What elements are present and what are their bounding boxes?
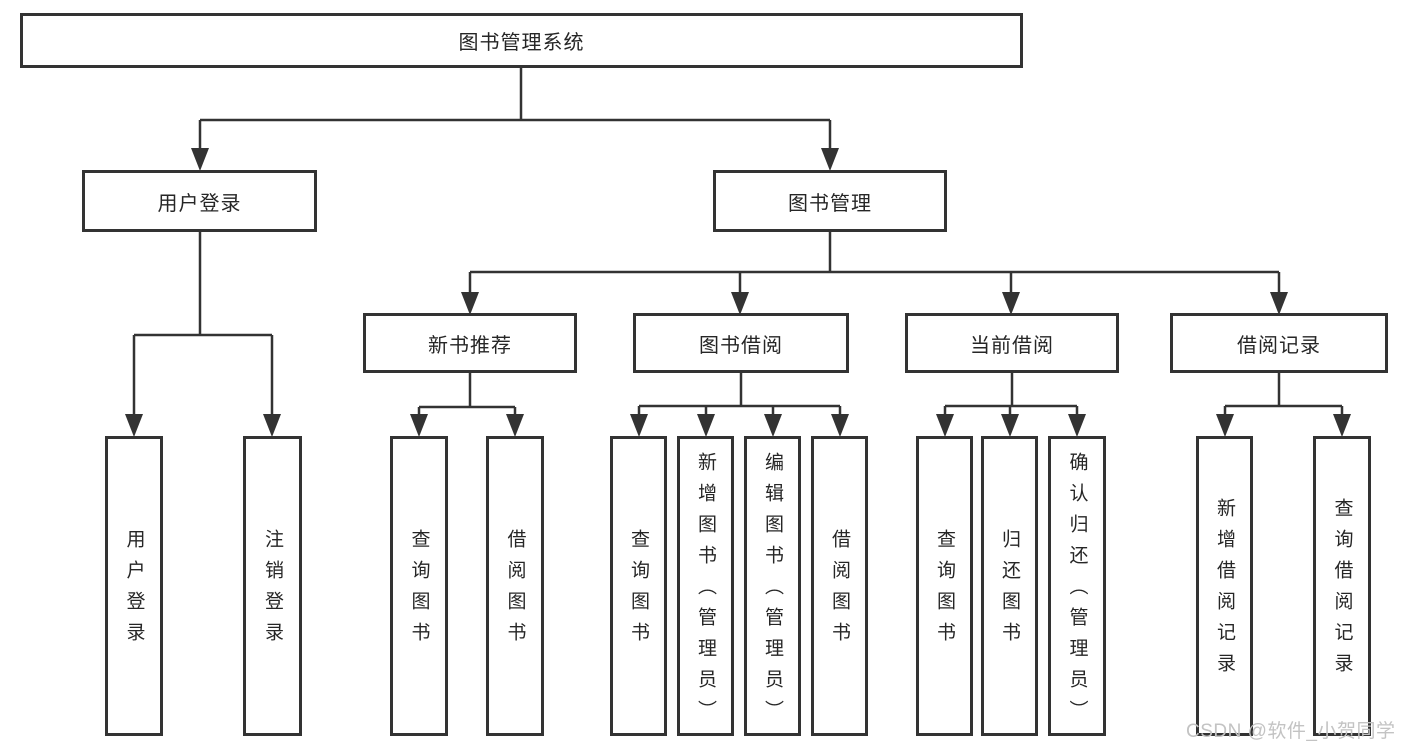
arrowhead-icon: [410, 414, 428, 437]
connector-current-borrowing-branch: [943, 373, 1079, 416]
node-leaf-confirm-return-admin: 确认归还（管理员）: [1048, 436, 1106, 736]
arrowhead-icon: [630, 414, 648, 437]
node-leaf-add-borrow-record: 新增借阅记录: [1196, 436, 1253, 736]
arrowhead-icon: [506, 414, 524, 437]
arrowhead-icon: [1001, 414, 1019, 437]
node-leaf-query-books-current: 查询图书: [916, 436, 973, 736]
node-leaf-edit-books-admin: 编辑图书（管理员）: [744, 436, 801, 736]
node-current-borrowing: 当前借阅: [905, 313, 1119, 373]
node-leaf-user-login: 用户登录: [105, 436, 163, 736]
arrowhead-icon: [191, 148, 209, 171]
node-leaf-query-books-recommend: 查询图书: [390, 436, 448, 736]
node-leaf-borrow-books-recommend: 借阅图书: [486, 436, 544, 736]
arrowhead-icon: [1216, 414, 1234, 437]
connector-book-borrowing-branch: [637, 373, 842, 416]
node-leaf-add-books-admin: 新增图书（管理员）: [677, 436, 734, 736]
connector-new-book-branch: [417, 373, 517, 416]
arrowhead-icon: [697, 414, 715, 437]
arrowhead-icon: [764, 414, 782, 437]
arrowhead-icon: [1068, 414, 1086, 437]
node-book-borrowing: 图书借阅: [633, 313, 849, 373]
node-leaf-query-borrow-record: 查询借阅记录: [1313, 436, 1371, 736]
arrowheads: [125, 148, 1351, 437]
arrowhead-icon: [125, 414, 143, 437]
node-new-book-recommendation: 新书推荐: [363, 313, 577, 373]
node-leaf-borrow-books: 借阅图书: [811, 436, 868, 736]
arrowhead-icon: [1333, 414, 1351, 437]
connector-book-management-to-level3: [468, 232, 1281, 294]
node-library-management-system: 图书管理系统: [20, 13, 1023, 68]
arrowhead-icon: [831, 414, 849, 437]
connector-user-login-branch: [132, 232, 274, 416]
node-leaf-logout: 注销登录: [243, 436, 302, 736]
connector-paths: [132, 68, 1344, 416]
arrowhead-icon: [263, 414, 281, 437]
connector-borrow-records-branch: [1223, 373, 1344, 416]
node-book-management: 图书管理: [713, 170, 947, 232]
arrowhead-icon: [1002, 292, 1020, 315]
connector-root-to-level2: [198, 68, 832, 150]
node-leaf-return-books: 归还图书: [981, 436, 1038, 736]
node-user-login: 用户登录: [82, 170, 317, 232]
arrowhead-icon: [936, 414, 954, 437]
arrowhead-icon: [1270, 292, 1288, 315]
node-leaf-query-books-borrowing: 查询图书: [610, 436, 667, 736]
arrowhead-icon: [821, 148, 839, 171]
arrowhead-icon: [461, 292, 479, 315]
watermark: CSDN @软件_小贺同学: [1186, 721, 1396, 742]
node-borrowing-records: 借阅记录: [1170, 313, 1388, 373]
arrowhead-icon: [731, 292, 749, 315]
